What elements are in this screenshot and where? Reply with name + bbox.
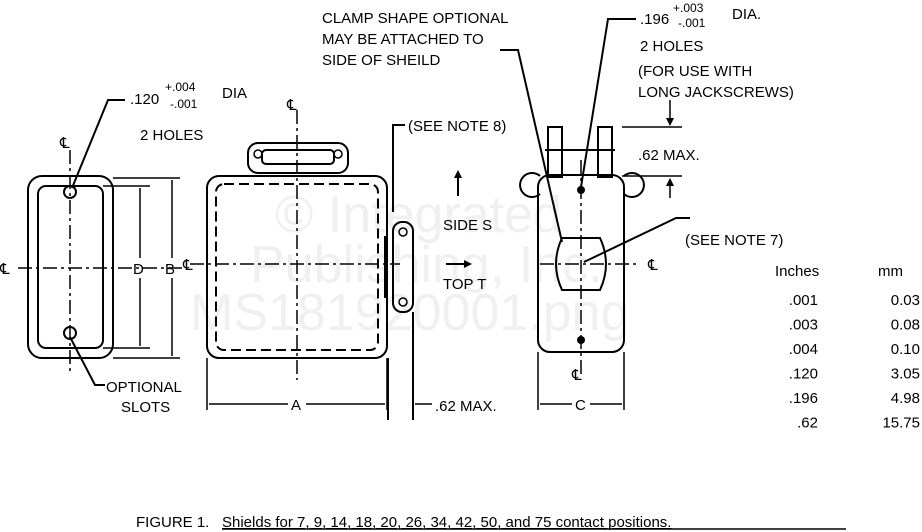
drawing-label: ℄	[286, 97, 297, 114]
drawing-label: LONG JACKSCREWS)	[638, 84, 794, 101]
drawing-label: C	[575, 397, 586, 414]
drawing-label: 2 HOLES	[140, 127, 203, 144]
drawing-label: A	[291, 397, 301, 414]
drawing-label: © Integrated	[275, 186, 562, 244]
watermark: © Integrated Publishing, Inc. MS18192000…	[190, 186, 630, 342]
front-view: ℄ ℄ (SEE NOTE 8) A .62 MAX.	[182, 97, 506, 420]
table-cell-mm: 0.03	[891, 292, 920, 309]
drawing-label: Publishing, Inc.	[250, 236, 603, 294]
table-cell-mm: 0.10	[891, 341, 920, 358]
centerline-symbol: ℄	[59, 135, 70, 152]
table-cell-mm: 3.05	[891, 366, 920, 383]
drawing-label: ℄	[182, 257, 193, 274]
table-cell-inches: .001	[789, 292, 818, 309]
drawing-label: (SEE NOTE 7)	[685, 232, 783, 249]
drawing-label: .62 MAX.	[638, 147, 700, 164]
drawing-label: MS181920001.png	[190, 284, 630, 342]
drawing-label: -.001	[678, 16, 706, 30]
table-header-inches: Inches	[775, 263, 819, 280]
figure-caption: FIGURE 1. Shields for 7, 9, 14, 18, 20, …	[136, 514, 846, 531]
table-cell-inches: .62	[797, 415, 818, 432]
table-cell-mm: 4.98	[891, 390, 920, 407]
drawing-label: FIGURE 1.	[136, 514, 209, 531]
drawing-label: OPTIONAL	[106, 379, 182, 396]
table-cell-inches: .120	[789, 366, 818, 383]
table-cell-inches: .196	[789, 390, 818, 407]
table-cell-mm: 0.08	[891, 317, 920, 334]
drawing-label: -.001	[170, 97, 198, 111]
drawing-label: MAY BE ATTACHED TO	[322, 31, 484, 48]
drawing-label: DIA	[222, 85, 247, 102]
drawing-label: DIA.	[732, 6, 761, 23]
drawing-label: +.004	[165, 80, 196, 94]
drawing-label: ℄	[571, 367, 582, 384]
drawing-label: Shields for 7, 9, 14, 18, 20, 26, 34, 42…	[222, 514, 671, 531]
drawing-label: TOP T	[443, 276, 486, 293]
drawing-label: .196	[640, 11, 669, 28]
table-cell-mm: 15.75	[882, 415, 920, 432]
drawing-label: D	[133, 261, 144, 278]
drawing-label: CLAMP SHAPE OPTIONAL	[322, 10, 508, 27]
centerline-symbol: ℄	[0, 261, 10, 278]
table-cell-inches: .003	[789, 317, 818, 334]
drawing-label: .62 MAX.	[435, 398, 497, 415]
drawing-label: 2 HOLES	[640, 38, 703, 55]
table-cell-inches: .004	[789, 341, 818, 358]
drawing-label: SIDE OF SHEILD	[322, 52, 441, 69]
drawing-label: SLOTS	[121, 399, 170, 416]
drawing-label: B	[165, 261, 175, 278]
drawing-label: ℄	[647, 257, 658, 274]
orientation-arrows: SIDE S TOP T	[443, 170, 492, 293]
drawing-label: SIDE S	[443, 217, 492, 234]
table-header-mm: mm	[878, 263, 903, 280]
drawing-label: (FOR USE WITH	[638, 63, 752, 80]
drawing-label: (SEE NOTE 8)	[408, 118, 506, 135]
end-view: ℄ ℄ D B .120 +.004 -.001 DIA 2 HOLES OPT…	[0, 80, 247, 416]
side-view: ℄ ℄ CLAMP SHAPE OPTIONAL MAY BE ATTACHED…	[322, 1, 794, 414]
drawing-label: +.003	[673, 1, 704, 15]
drawing-label: .120	[130, 91, 159, 108]
conversion-table: Inches mm .001 0.03 .003 0.08 .004 0.10 .120 3.…	[775, 263, 920, 432]
